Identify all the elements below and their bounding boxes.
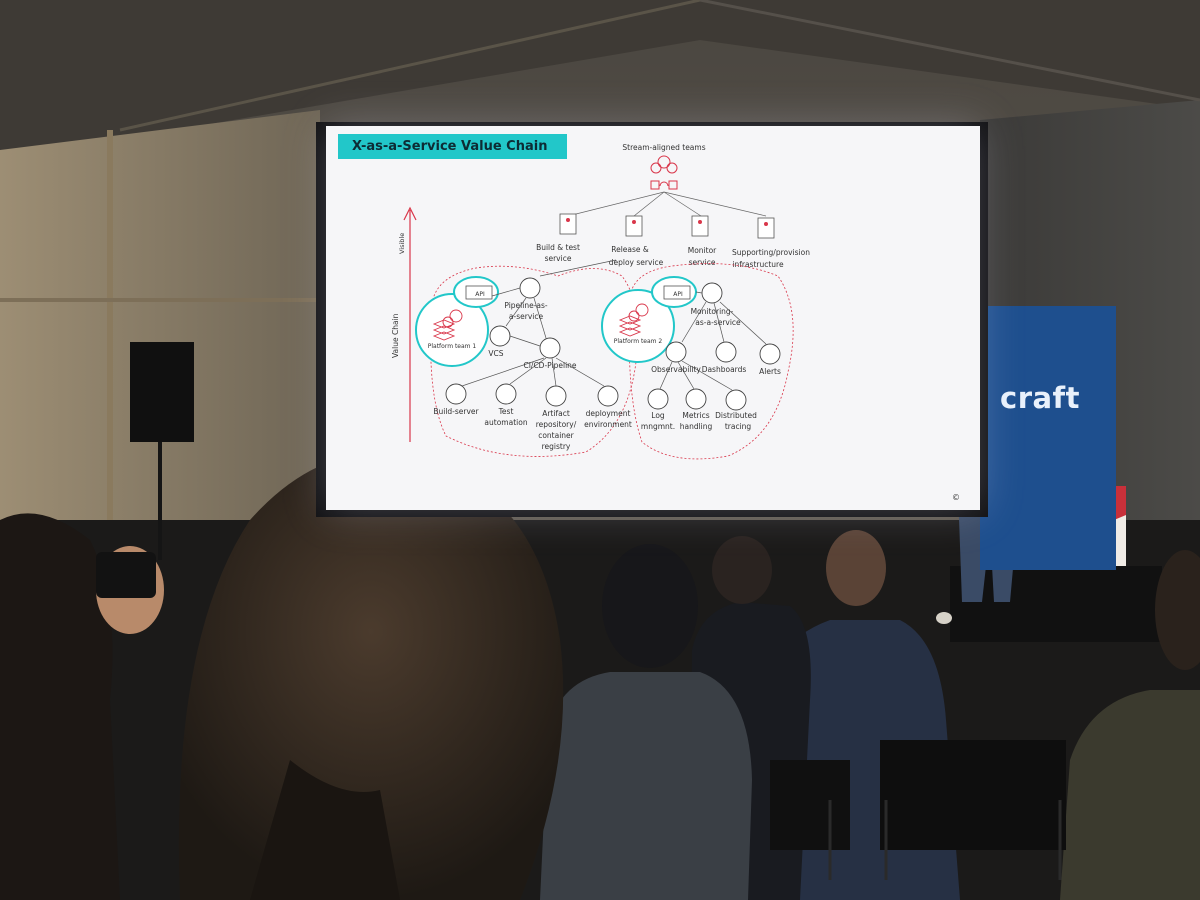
platform-team-1-circle	[415, 293, 489, 367]
audience-member	[0, 513, 120, 900]
foreground-head	[178, 452, 564, 900]
api-1-box	[465, 285, 493, 300]
value-chain-label: Value Chain	[391, 313, 400, 358]
value-chain-arrowhead	[403, 206, 417, 221]
phone	[96, 552, 156, 598]
pipeline-line-1: Pipeline-as-	[504, 301, 548, 310]
left-cluster-edges	[461, 259, 617, 387]
stream-aligned-label: Stream-aligned teams	[622, 143, 705, 152]
platform-team-1-label: Platform team 1	[428, 343, 477, 350]
craft-logo: craft	[1000, 381, 1081, 415]
left-tent-wall	[0, 110, 320, 560]
craft-banner: craft	[980, 306, 1116, 570]
service-1-line-2: service	[545, 254, 572, 263]
platform-team-2-icon	[618, 303, 649, 337]
cicd-label: CI/CD-Pipeline	[523, 361, 576, 370]
api-1-label: API	[475, 291, 485, 298]
build-server-label: Build-server	[433, 407, 479, 416]
right-cluster-nodes	[647, 282, 781, 411]
service-1-line-1: Build & test	[536, 243, 580, 252]
slide-title: X-as-a-Service Value Chain	[338, 134, 567, 159]
value-chain-diagram: Stream-aligned teams	[391, 143, 960, 502]
test-label-1: Test	[498, 407, 514, 416]
service-3-line-2: service	[689, 258, 716, 267]
team-icon	[650, 155, 678, 190]
artifact-label-3: container	[538, 431, 574, 440]
vcs-label: VCS	[488, 349, 503, 358]
tent-rafter	[699, 0, 1200, 102]
right-cluster-edges	[659, 291, 767, 391]
log-label-2: mngmnt.	[641, 422, 675, 431]
platform-team-2-label: Platform team 2	[614, 338, 663, 345]
metrics-label-1: Metrics	[682, 411, 709, 420]
copyright-mark: ©	[952, 493, 960, 502]
distributed-label-1: Distributed	[715, 411, 757, 420]
audience-member	[1060, 690, 1200, 900]
metrics-label-2: handling	[680, 422, 713, 431]
service-3-line-1: Monitor	[688, 246, 717, 255]
platform-team-1-icon	[432, 309, 463, 341]
chairs	[770, 740, 1066, 880]
artifact-label-2: repository/	[536, 420, 577, 429]
dashboards-label: Dashboards	[702, 365, 747, 374]
pipeline-line-2: a-service	[509, 312, 544, 321]
presentation-slide: X-as-a-Service Value Chain Stream-aligne…	[326, 126, 980, 510]
artifact-label-1: Artifact	[542, 409, 570, 418]
service-doc-icons	[559, 213, 775, 239]
visible-label: Visible	[398, 233, 406, 254]
observability-label: Observability	[651, 365, 701, 374]
stage-monitor	[950, 566, 1162, 642]
test-label-2: automation	[484, 418, 527, 427]
platform-team-2-circle	[601, 289, 675, 363]
service-4-line-1: Supporting/provision	[732, 248, 810, 257]
service-2-line-1: Release &	[611, 245, 649, 254]
api-1-bubble	[453, 276, 499, 308]
left-cluster-nodes	[445, 277, 619, 407]
deployment-label-1: deployment	[586, 409, 631, 418]
api-2-box	[663, 285, 691, 300]
deployment-label-2: environment	[584, 420, 632, 429]
service-4-line-2: infrastructure	[732, 260, 784, 269]
log-label-1: Log	[651, 411, 665, 420]
audience-member	[540, 672, 752, 900]
tent-rafter	[119, 0, 701, 132]
service-2-line-2: deploy service	[609, 258, 664, 267]
pa-speaker	[130, 342, 194, 442]
alerts-label: Alerts	[759, 367, 781, 376]
monitoring-line-1: Monitoring-	[691, 307, 734, 316]
distributed-label-2: tracing	[725, 422, 752, 431]
monitoring-line-2: as-a-service	[695, 318, 741, 327]
service-doc-marks	[566, 218, 768, 226]
api-2-label: API	[673, 291, 683, 298]
team-connectors	[567, 191, 767, 217]
artifact-label-4: registry	[542, 442, 571, 451]
